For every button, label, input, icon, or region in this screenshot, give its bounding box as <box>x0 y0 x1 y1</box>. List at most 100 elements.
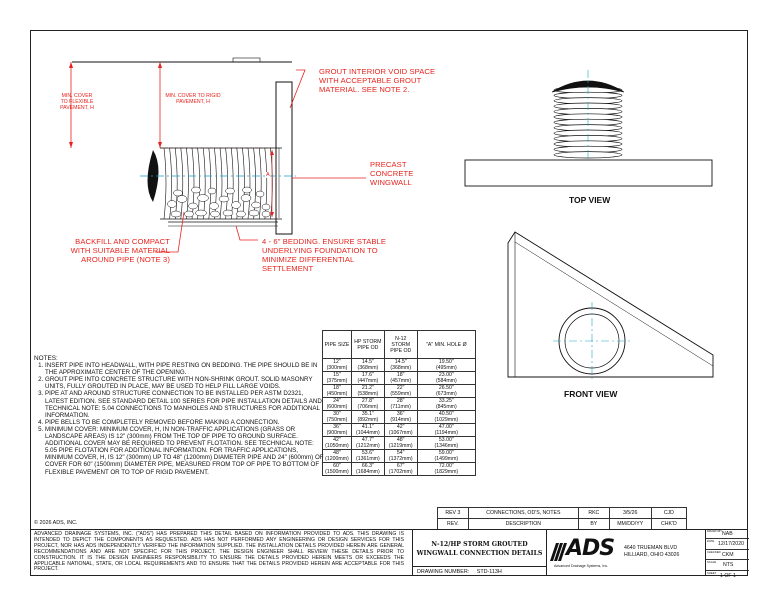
cell-metric: (1219mm) <box>388 443 413 449</box>
cell-imperial: 72.00" <box>438 463 454 469</box>
table-cell: 59.00"(1499mm) <box>416 449 477 463</box>
table-row: 18"(450mm)21.2"(538mm)22"(559mm)26.50"(6… <box>322 384 477 398</box>
table-cell: 22"(559mm) <box>383 384 418 398</box>
rev-cell: CONNECTIONS, OD'S, NOTES <box>467 507 579 519</box>
cell-imperial: 21.2" <box>361 385 374 391</box>
cell-metric: (1361mm) <box>356 456 380 462</box>
note-item: MINIMUM COVER: MINIMUM COVER, H, IN NON-… <box>45 426 324 476</box>
cell-imperial: 67" <box>396 463 405 469</box>
cell-metric: (1499mm) <box>434 456 459 462</box>
cell-metric: (368mm) <box>390 365 412 371</box>
checked-label: CHECKED <box>707 549 721 554</box>
cell-imperial: 18" <box>333 385 341 391</box>
table-cell: 60"(1500mm) <box>322 462 352 476</box>
corrugation-rib <box>219 147 223 220</box>
cell-imperial: 42" <box>333 437 341 443</box>
col-header: HP STORM PIPE OD <box>350 330 385 359</box>
notes-block: NOTES: INSERT PIPE INTO HEADWALL, WITH P… <box>34 355 324 476</box>
corrugation-rib <box>169 147 172 220</box>
cell-metric: (1684mm) <box>356 469 380 475</box>
corrugated-pipe <box>160 147 282 220</box>
address-line1: 4640 TRUEMAN BLVD <box>624 545 678 551</box>
checked-by: CKM <box>722 551 734 558</box>
cell-metric: (892mm) <box>357 417 379 423</box>
cell-metric: (914mm) <box>390 417 412 423</box>
top-view-title: TOP VIEW <box>569 195 611 205</box>
table-cell: 18"(457mm) <box>383 371 418 385</box>
cell-metric: (750mm) <box>326 417 348 423</box>
table-cell: 48"(1200mm) <box>322 449 352 463</box>
table-row: 42"(1050mm)47.7"(1212mm)48"(1219mm)53.00… <box>322 436 477 450</box>
cell-imperial: 18" <box>396 372 405 378</box>
corrugation-rib <box>208 147 212 220</box>
cell-metric: (1029mm) <box>434 417 459 423</box>
table-cell: 54"(1372mm) <box>383 449 418 463</box>
cell-metric: (1044mm) <box>356 430 380 436</box>
gravel-stone <box>255 190 265 198</box>
table-cell: 33.25"(845mm) <box>416 397 477 411</box>
table-cell: 47.00"(1194mm) <box>416 423 477 437</box>
col-header: PIPE SIZE <box>322 330 352 359</box>
ads-logo-text: ADS <box>566 536 615 561</box>
note-item: PIPE AT AND AROUND STRUCTURE CONNECTION … <box>45 390 324 418</box>
scale-label: SCALE <box>707 560 717 565</box>
gravel-stone <box>261 203 271 211</box>
revision-table: REV 3 CONNECTIONS, OD'S, NOTES RKC 3/5/2… <box>437 507 688 530</box>
cell-imperial: 26.50" <box>438 385 454 391</box>
cell-imperial: 23.00" <box>438 372 454 378</box>
cell-imperial: 66.3" <box>361 463 374 469</box>
gravel-stone <box>170 210 182 218</box>
table-cell: 19.50"(495mm) <box>416 358 477 372</box>
cell-metric: (1212mm) <box>356 443 380 449</box>
table-cell: 41.1"(1044mm) <box>350 423 385 437</box>
drawing-number: STD-113H <box>476 569 502 575</box>
table-body: 12"(300mm)14.5"(368mm)14.5"(368mm)19.50"… <box>322 358 477 476</box>
cell-imperial: 36" <box>333 424 341 430</box>
bedding-callout: 4 - 6" BEDDING. ENSURE STABLE UNDERLYING… <box>262 237 387 273</box>
table-cell: 47.7"(1212mm) <box>350 436 385 450</box>
notes-heading: NOTES: <box>34 355 58 362</box>
address-line2: HILLIARD, OHIO 43026 <box>624 552 680 558</box>
cell-imperial: 19.50" <box>438 359 454 365</box>
table-cell: 17.6"(447mm) <box>350 371 385 385</box>
rev-header: MM/DD/YY <box>608 518 652 530</box>
cell-metric: (457mm) <box>390 378 412 384</box>
table-row: 15"(375mm)17.6"(447mm)18"(457mm)23.00"(5… <box>322 371 477 385</box>
cell-metric: (1067mm) <box>388 430 413 436</box>
cell-metric: (1346mm) <box>434 443 459 449</box>
cell-imperial: 15" <box>333 372 341 378</box>
drawing-number-row: DRAWING NUMBER: STD-113H <box>413 566 546 577</box>
table-cell: 36"(914mm) <box>383 410 418 424</box>
table-cell: 36"(900mm) <box>322 423 352 437</box>
drawn-by: NAB <box>722 531 733 537</box>
cell-metric: (368mm) <box>357 365 379 371</box>
rev-cell: CJD <box>650 507 688 519</box>
revision-row: REV 3 CONNECTIONS, OD'S, NOTES RKC 3/5/2… <box>437 507 688 519</box>
table-cell: 27.8"(706mm) <box>350 397 385 411</box>
corrugation-rib <box>180 147 184 220</box>
cell-metric: (1050mm) <box>325 443 349 449</box>
grout-callout: GROUT INTERIOR VOID SPACE WITH ACCEPTABL… <box>319 67 436 94</box>
cell-imperial: 54" <box>396 450 405 456</box>
gravel-stone <box>222 209 234 217</box>
gravel-stone <box>231 201 241 209</box>
cell-metric: (538mm) <box>357 391 379 397</box>
col-header: "A" MIN. HOLE Ø <box>416 330 477 359</box>
sheet-value: 1 OF 1 <box>720 572 736 579</box>
cell-metric: (495mm) <box>435 365 457 371</box>
cell-imperial: 42" <box>396 424 405 430</box>
sheet-row: SHEET 1 OF 1 <box>706 571 749 580</box>
cover-rigid-label: MIN. COVER TO RIGID PAVEMENT, H <box>165 93 221 106</box>
cell-metric: (600mm) <box>326 404 348 410</box>
cell-imperial: 28" <box>396 398 405 404</box>
table-cell: 42"(1067mm) <box>383 423 418 437</box>
cell-imperial: 48" <box>333 450 341 456</box>
grout-leader <box>289 69 306 109</box>
cell-metric: (1500mm) <box>325 469 349 475</box>
cell-metric: (375mm) <box>326 378 348 384</box>
rev-cell: 3/5/26 <box>608 507 652 519</box>
dim-a-label: A <box>266 172 270 178</box>
cell-metric: (559mm) <box>390 391 412 397</box>
cell-imperial: 47.7" <box>361 437 374 443</box>
bedding-leader <box>235 225 258 241</box>
